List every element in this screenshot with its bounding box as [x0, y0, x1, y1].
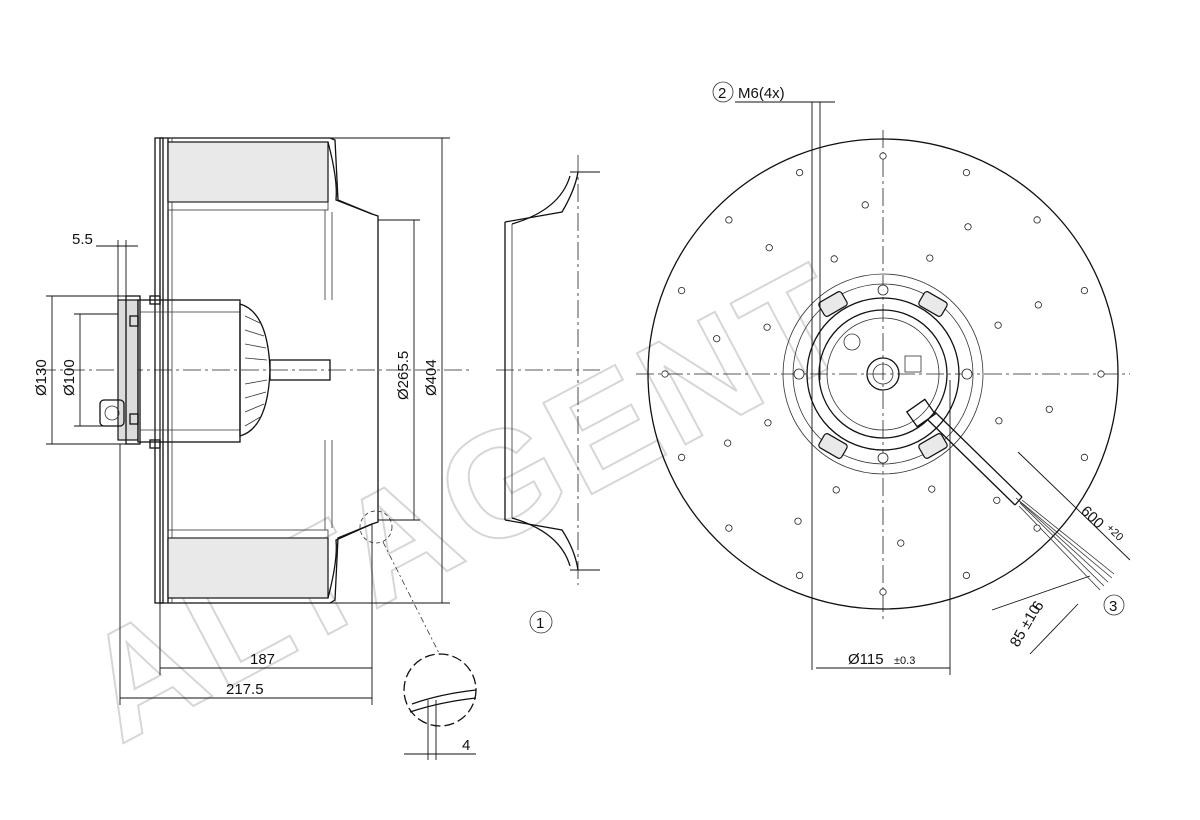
side-view [38, 137, 470, 656]
rivet-hole [713, 335, 721, 343]
sheath-length-label: 85 ±10 [1007, 602, 1045, 650]
rivet-hole [964, 223, 972, 231]
rivet-hole [832, 486, 840, 494]
rivet-hole [795, 571, 804, 580]
dim-187-label: 187 [250, 651, 275, 668]
rivet-hole [764, 419, 772, 427]
inlet-ring-callout: 1 [536, 615, 544, 632]
rivet-hole [725, 216, 733, 224]
rivet-hole [830, 255, 838, 263]
rivet-hole [677, 453, 686, 461]
rivet-hole [995, 417, 1003, 425]
rivet-hole [1080, 453, 1089, 461]
dim-5-5-label: 5.5 [72, 231, 93, 248]
rivet-hole [795, 169, 804, 177]
rivet-hole [993, 496, 1001, 504]
side-view-dimensions: 5.5 Ø130 Ø100 Ø265.5 Ø404 187 217.5 [33, 137, 450, 705]
dim-217-label: 217.5 [226, 681, 264, 698]
rivet-hole [1045, 405, 1053, 413]
rivet-hole [1033, 524, 1041, 532]
dim-d130-label: Ø130 [33, 359, 50, 396]
rivet-hole [763, 323, 771, 331]
rivet-hole [1080, 286, 1089, 295]
rivet-hole [994, 321, 1002, 329]
bolt-circle-dia: Ø115 [848, 651, 884, 668]
mount-thread-label: M6(4x) [738, 85, 785, 102]
rivet-hole [879, 588, 887, 596]
dim-4-label: 4 [462, 737, 470, 754]
rivet-hole [765, 244, 773, 252]
rivet-hole [1097, 370, 1105, 378]
dim-d404-label: Ø404 [423, 359, 440, 396]
rivet-hole [879, 152, 887, 160]
rivet-hole [962, 571, 971, 580]
front-view [636, 130, 1130, 620]
rivet-holes [661, 152, 1105, 596]
rivet-hole [928, 485, 936, 493]
rivet-hole [1033, 216, 1041, 224]
rivet-hole [926, 254, 934, 262]
rivet-hole [794, 517, 802, 525]
cable-length-value: 600 [1077, 503, 1107, 533]
rivet-hole [677, 286, 686, 295]
dim-d265-label: Ø265.5 [395, 351, 412, 400]
rivet-hole [962, 169, 971, 177]
cable-length-tolerance: +20 [1104, 522, 1126, 544]
rivet-hole [861, 201, 869, 209]
dim-d100-label: Ø100 [61, 359, 78, 396]
rivet-hole [661, 370, 669, 378]
rivet-hole [724, 439, 732, 447]
mount-callout-number: 2 [718, 85, 726, 102]
cable-callout: 3 [1109, 598, 1117, 615]
detail-view: 4 [403, 653, 477, 760]
bolt-circle-tolerance: ±0.3 [894, 655, 915, 667]
inlet-ring-view: 1 [496, 155, 600, 634]
rivet-hole [1034, 301, 1042, 309]
rivet-hole [725, 524, 733, 532]
rivet-hole [897, 539, 905, 547]
